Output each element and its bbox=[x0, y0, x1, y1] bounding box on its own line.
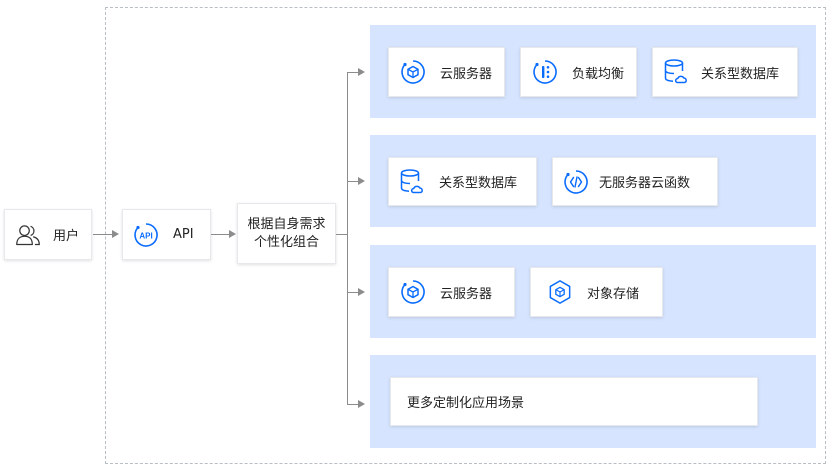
service-label: 云服务器 bbox=[440, 66, 493, 82]
user-node: 用户 bbox=[4, 209, 92, 260]
database-icon bbox=[663, 59, 689, 85]
database-icon bbox=[399, 168, 425, 195]
service-label: 云服务器 bbox=[440, 286, 493, 302]
service-label: 负载均衡 bbox=[572, 66, 625, 82]
service-card-relational-db: 关系型数据库 bbox=[388, 157, 537, 206]
service-card-object-storage: 对象存储 bbox=[530, 267, 663, 317]
object-storage-icon bbox=[547, 279, 573, 305]
branch-row-3 bbox=[347, 292, 359, 293]
load-balancer-icon bbox=[532, 59, 558, 85]
connector-user-api bbox=[93, 234, 112, 235]
solution-boundary bbox=[105, 7, 826, 464]
branch-row-1 bbox=[347, 72, 359, 73]
user-group-icon bbox=[15, 222, 41, 248]
service-card-more-scenarios: 更多定制化应用场景 bbox=[390, 377, 758, 426]
arrow-to-row-4 bbox=[358, 400, 365, 408]
service-card-cloud-server: 云服务器 bbox=[388, 267, 515, 317]
branch-row-4 bbox=[347, 404, 359, 405]
service-label: 对象存储 bbox=[587, 286, 640, 302]
api-label: API bbox=[173, 227, 194, 242]
cloud-server-icon bbox=[400, 279, 426, 305]
connector-api-combine bbox=[211, 234, 229, 235]
svg-text:API: API bbox=[139, 231, 152, 240]
user-label: 用户 bbox=[53, 229, 80, 244]
service-card-cloud-server: 云服务器 bbox=[388, 47, 505, 97]
arrow-to-row-2 bbox=[358, 177, 365, 185]
api-node: API API bbox=[122, 209, 211, 260]
service-label: 无服务器云函数 bbox=[599, 176, 691, 191]
service-card-load-balancer: 负载均衡 bbox=[520, 47, 637, 97]
service-label: 关系型数据库 bbox=[439, 176, 518, 191]
branch-row-2 bbox=[347, 181, 359, 182]
service-card-serverless-function: 无服务器云函数 bbox=[552, 157, 718, 206]
connector-trunk bbox=[347, 72, 348, 405]
combine-line-1: 根据自身需求 bbox=[247, 216, 326, 232]
arrow-to-combine bbox=[229, 230, 236, 238]
arrow-to-api bbox=[112, 230, 119, 238]
arrow-to-row-1 bbox=[358, 68, 365, 76]
service-label: 更多定制化应用场景 bbox=[407, 396, 525, 411]
combine-line-2: 个性化组合 bbox=[253, 234, 319, 250]
combine-node: 根据自身需求 个性化组合 bbox=[237, 203, 336, 264]
service-card-relational-db: 关系型数据库 bbox=[652, 47, 798, 97]
serverless-function-icon bbox=[563, 169, 589, 195]
api-icon: API bbox=[133, 222, 159, 248]
connector-combine-trunk bbox=[336, 234, 347, 235]
cloud-server-icon bbox=[400, 59, 426, 85]
service-label: 关系型数据库 bbox=[701, 66, 780, 82]
arrow-to-row-3 bbox=[358, 288, 365, 296]
